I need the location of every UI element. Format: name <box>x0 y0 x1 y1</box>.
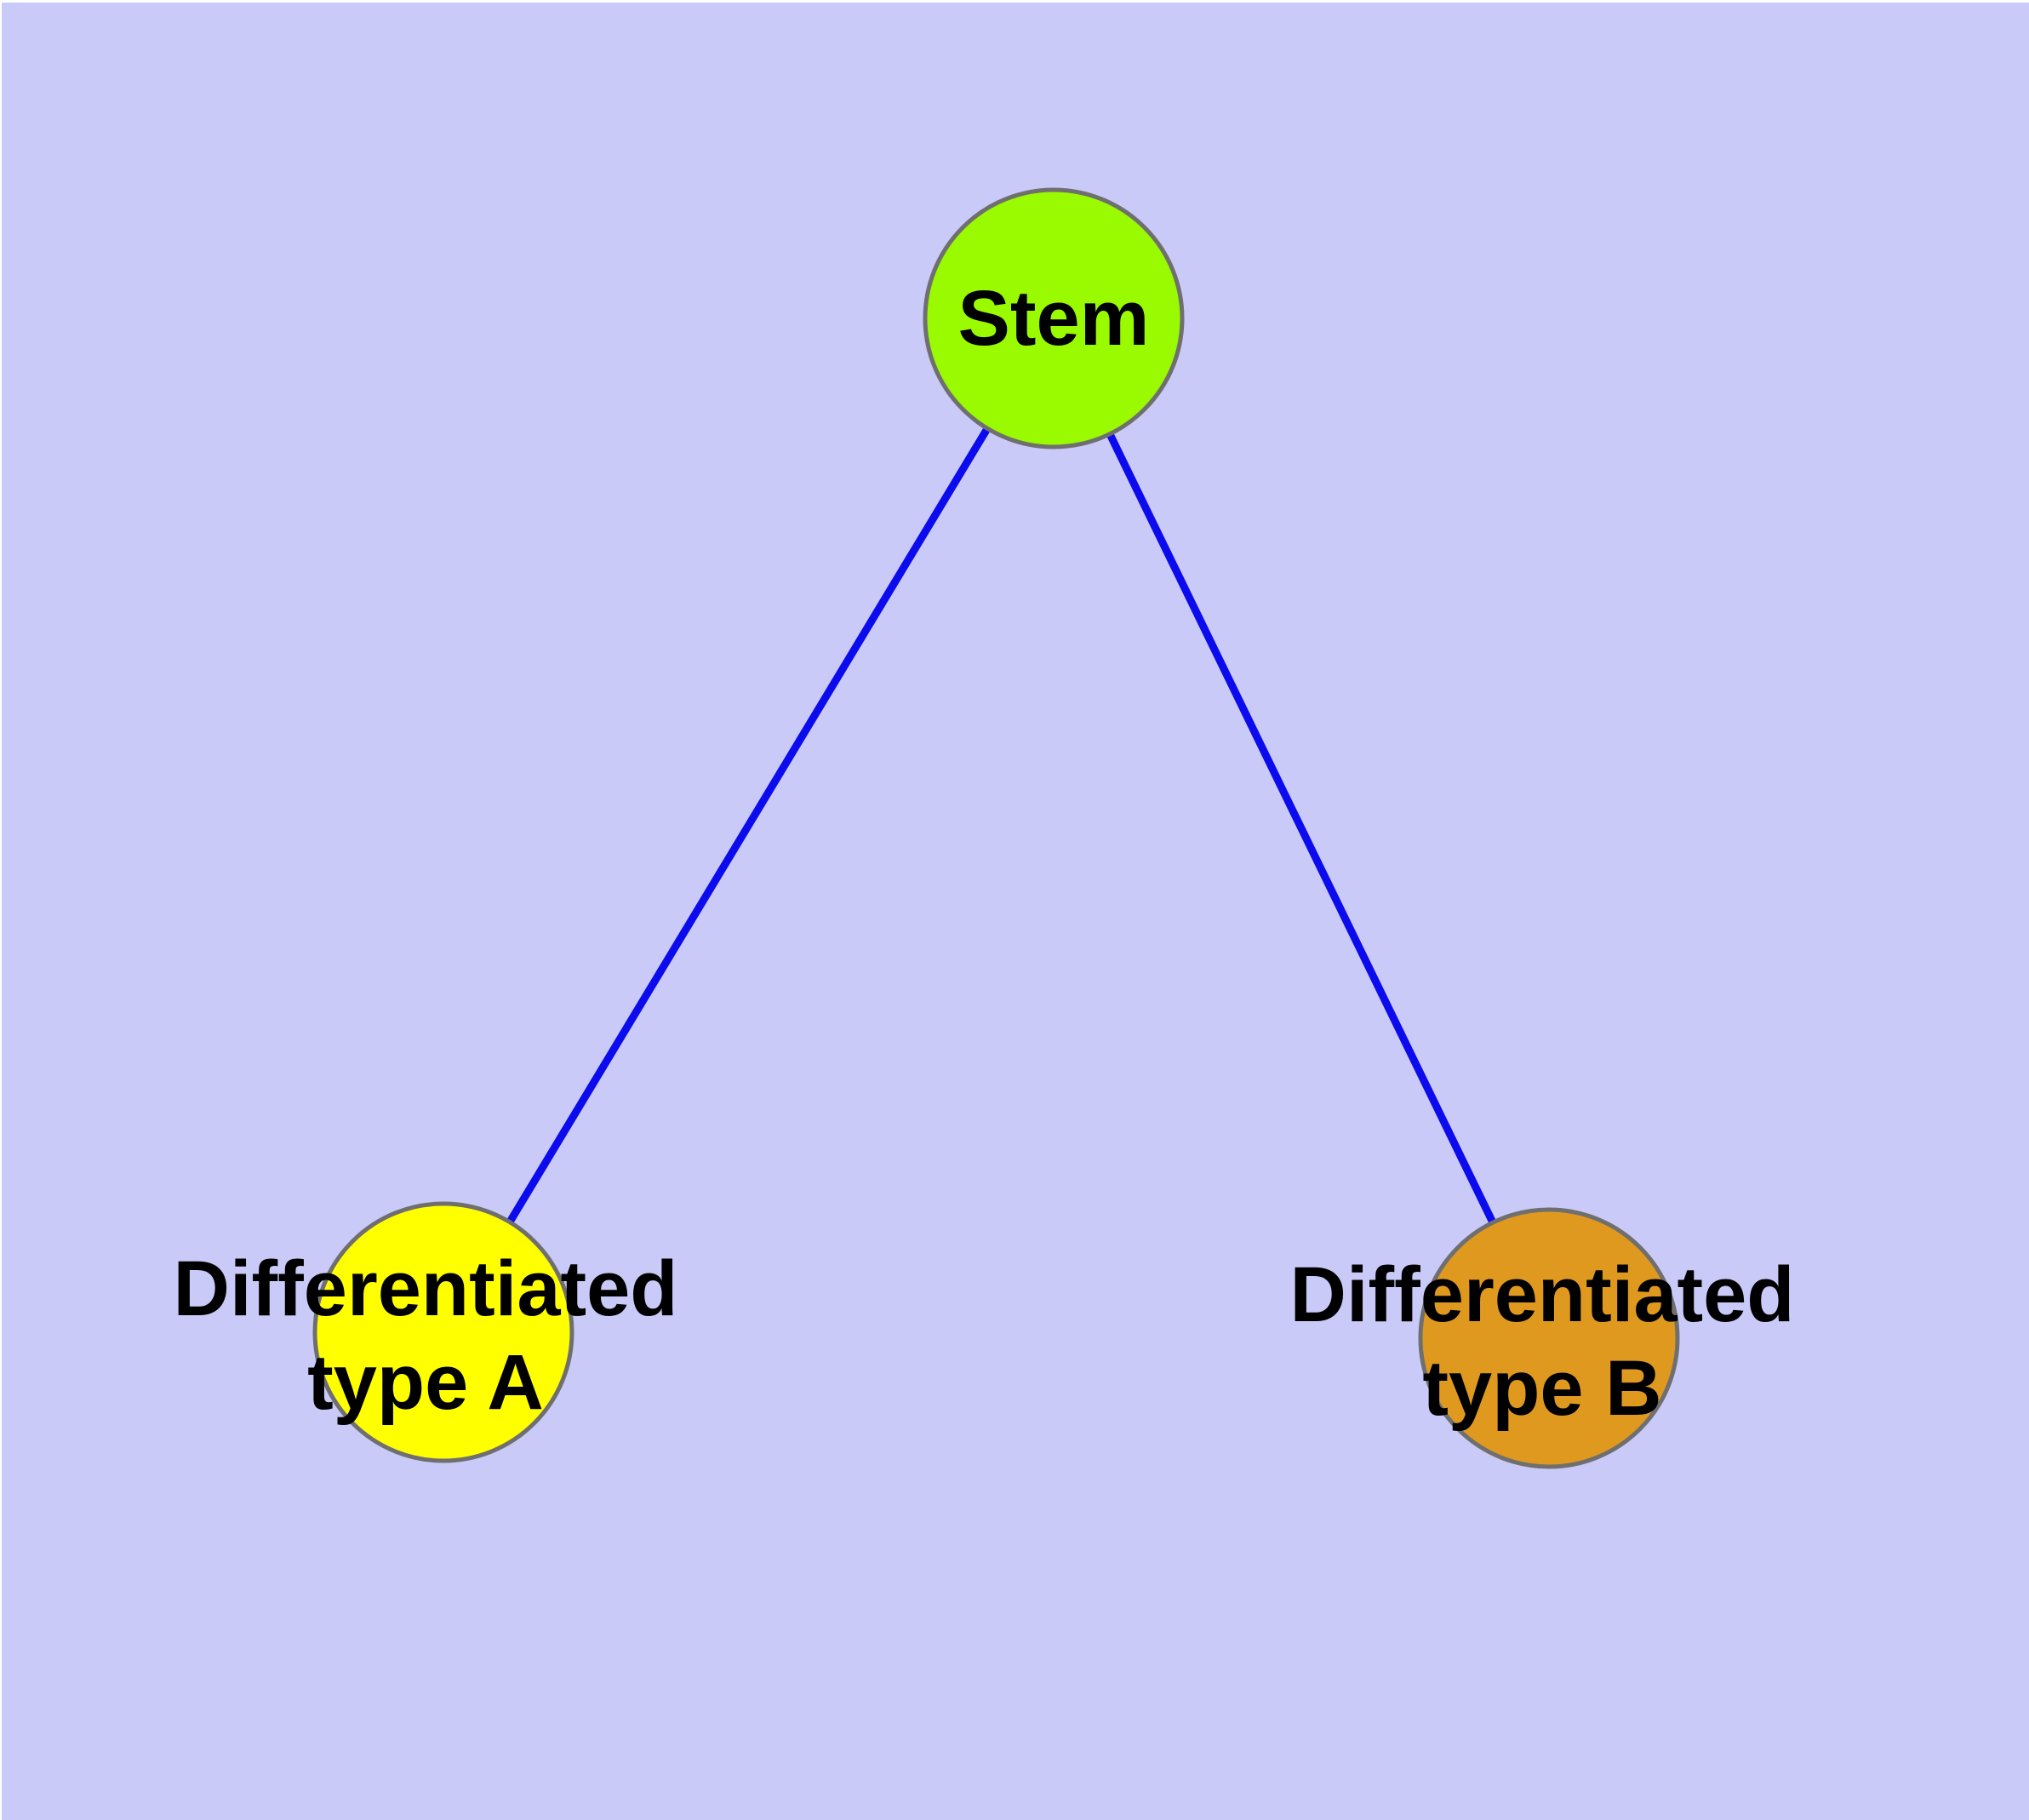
node-type-b-label-line2: type B <box>1422 1345 1661 1432</box>
node-differentiated-type-a <box>312 1201 574 1463</box>
edge-stem-to-type-a <box>440 316 1057 1335</box>
node-stem-label: Stem <box>958 275 1150 362</box>
node-type-b-label-line1: Differentiated <box>1290 1251 1795 1338</box>
node-type-a-label-line2: type A <box>307 1339 544 1426</box>
node-differentiated-type-b <box>1418 1207 1680 1469</box>
node-stem <box>923 187 1185 449</box>
node-type-a-label-line1: Differentiated <box>174 1245 678 1332</box>
edge-stem-to-type-b <box>1049 317 1553 1340</box>
